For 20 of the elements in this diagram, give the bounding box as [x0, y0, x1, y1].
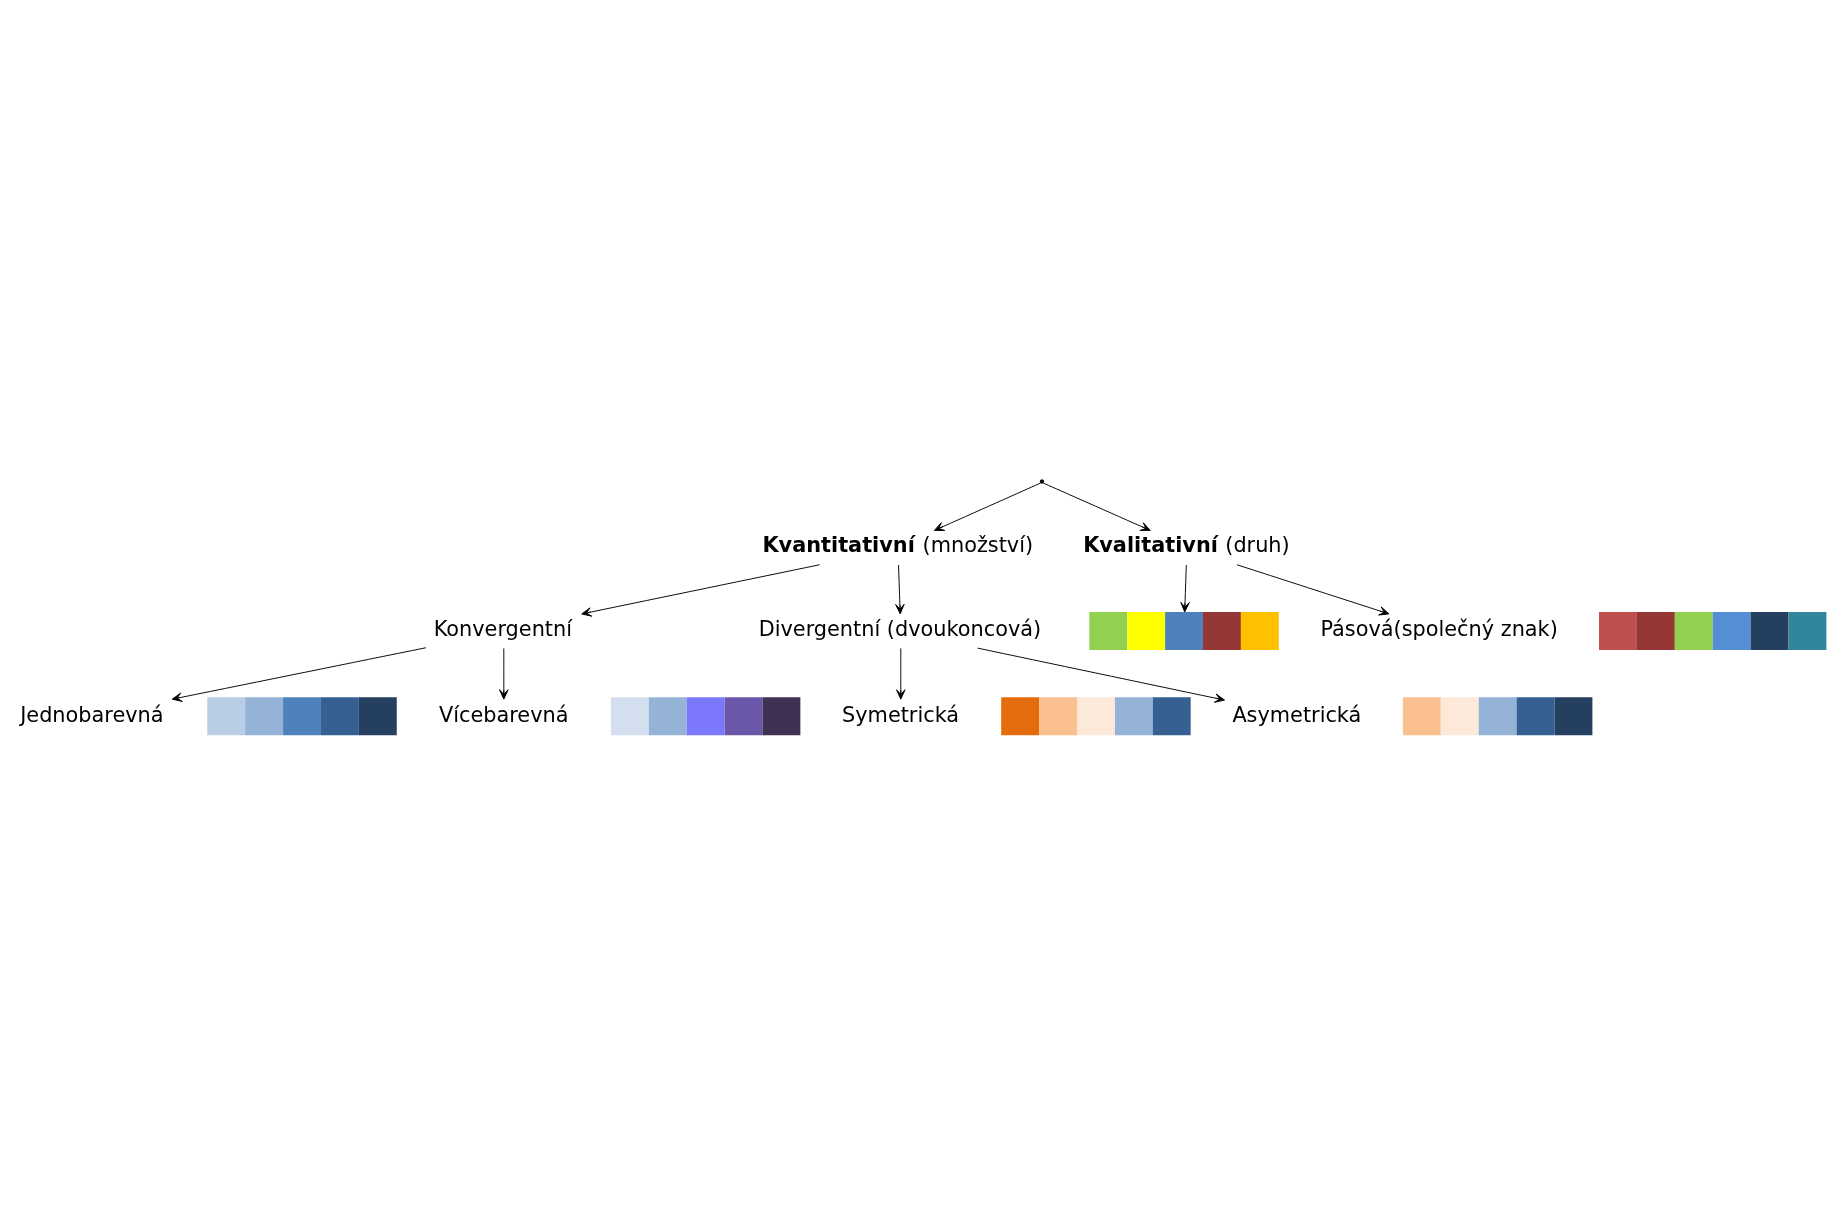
node-text: Kvantitativní (množství) — [762, 532, 1034, 557]
node-text: Pásová(společný znak) — [1320, 617, 1558, 642]
arrow — [1236, 564, 1390, 616]
node-text: Konvergentní — [433, 617, 573, 642]
arrow — [1042, 482, 1151, 531]
node-text: Jednobarevná — [20, 702, 164, 727]
arrow — [895, 564, 905, 615]
arrow — [171, 647, 427, 702]
node-text: Vícebarevná — [438, 702, 569, 727]
arrow — [896, 647, 906, 700]
node-text: Symetrická — [842, 702, 960, 727]
node-text: Asymetrická — [1232, 702, 1362, 727]
arrow — [499, 647, 509, 700]
arrow — [581, 564, 821, 617]
node-point — [1039, 479, 1045, 484]
arrow — [1180, 564, 1190, 613]
arrow — [977, 647, 1225, 703]
node-text: Divergentní (dvoukoncová) — [758, 617, 1042, 642]
node-text: Kvalitativní (druh) — [1083, 532, 1290, 557]
arrow — [933, 482, 1042, 531]
